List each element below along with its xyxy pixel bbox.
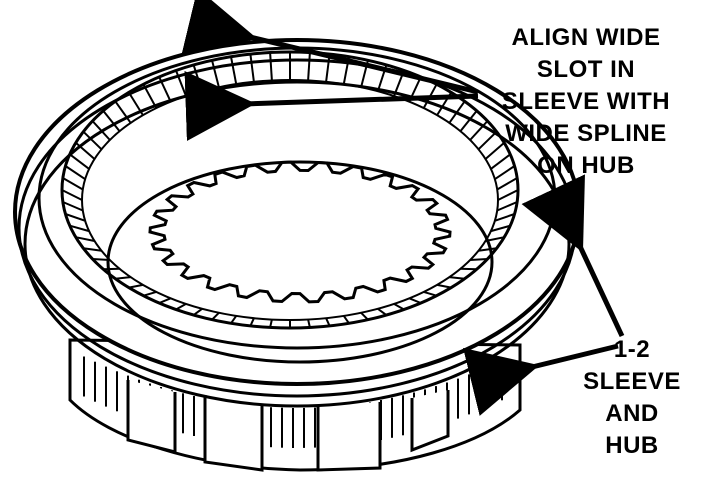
sleeve-spline — [269, 52, 273, 81]
sleeve-spline — [158, 76, 172, 103]
callout-sleeve-line: 1-2 — [613, 336, 651, 363]
sleeve-spline — [62, 177, 84, 191]
sleeve-spline — [377, 307, 387, 316]
sleeve-spline — [91, 120, 111, 141]
callout-align-line: SLOT IN — [536, 56, 636, 83]
sleeve-spline — [307, 319, 311, 328]
sleeve-spline — [114, 100, 132, 124]
sleeve-spline — [307, 52, 311, 81]
sleeve-spline — [65, 213, 86, 222]
sleeve-spline — [448, 100, 466, 124]
hub-front-teeth — [126, 380, 450, 472]
sleeve-spline — [494, 165, 516, 181]
sleeve-spline — [211, 312, 220, 321]
sleeve-spline — [158, 297, 172, 304]
sleeve-spline — [127, 91, 144, 116]
arrow-to-sleeve — [521, 174, 625, 338]
sleeve-spline — [230, 315, 238, 324]
sleeve-spline — [128, 283, 144, 289]
callout-align-line: WIDE SPLINE — [505, 120, 667, 147]
sleeve-spline — [449, 276, 465, 280]
sleeve-spline — [62, 201, 84, 212]
sleeve-spline — [490, 153, 511, 170]
sleeve-spline — [115, 276, 131, 280]
sleeve-spline — [175, 303, 187, 311]
sleeve-spline — [325, 53, 331, 82]
sleeve-spline — [360, 312, 369, 321]
sleeve-spline — [143, 290, 157, 297]
sleeve-spline — [325, 317, 331, 327]
sleeve-spline — [75, 142, 96, 160]
sleeve-spline — [496, 177, 518, 191]
arrow-to-wide-slot — [181, 0, 479, 95]
callout-sleeve-and-hub: 1-2 SLEEVE AND HUB — [572, 334, 692, 462]
sleeve-spline — [494, 213, 515, 222]
sleeve-spline — [142, 83, 158, 109]
sleeve-spline — [193, 307, 203, 316]
callout-align-line: ALIGN WIDE — [511, 24, 661, 51]
sleeve-spline — [469, 120, 489, 141]
callout-sleeve-line: HUB — [605, 432, 659, 459]
leader-arrows — [181, 0, 625, 416]
hub-splined-bore — [148, 160, 452, 304]
sleeve-spline — [342, 315, 350, 324]
sleeve-spline — [102, 110, 121, 132]
sleeve-spline — [408, 297, 422, 304]
sleeve-spline — [436, 283, 452, 289]
sleeve-spline — [490, 224, 511, 233]
sleeve-spline — [75, 236, 95, 242]
sleeve-spline — [478, 247, 497, 252]
sleeve-spline — [69, 224, 90, 233]
sleeve-spline — [423, 290, 437, 297]
sleeve-spline — [484, 142, 505, 160]
sleeve-spline — [470, 258, 488, 261]
callout-sleeve-line: AND — [605, 400, 659, 427]
callout-align-wide-slot: ALIGN WIDE SLOT IN SLEEVE WITH WIDE SPLI… — [486, 22, 686, 182]
sleeve-spline — [269, 319, 273, 328]
sleeve-spline — [175, 70, 187, 97]
sleeve-spline — [393, 303, 405, 311]
sleeve-spline — [64, 165, 86, 181]
sleeve-spline — [83, 247, 102, 252]
sleeve-spline — [497, 189, 519, 201]
sleeve-spline — [69, 153, 90, 170]
callout-align-line: SLEEVE WITH — [501, 88, 671, 115]
callout-align-line: ON HUB — [537, 152, 635, 179]
sleeve-spline — [496, 201, 518, 212]
arrow-to-hub — [463, 343, 619, 416]
sleeve-spline — [459, 110, 478, 132]
hub-inner-ring — [106, 160, 494, 364]
arrow-to-wide-spline — [184, 71, 479, 141]
callout-sleeve-line: SLEEVE — [583, 368, 681, 395]
sleeve-spline — [477, 130, 498, 151]
sleeve-spline — [61, 189, 83, 201]
sleeve-spline — [249, 317, 255, 327]
sleeve-spline — [82, 130, 103, 151]
